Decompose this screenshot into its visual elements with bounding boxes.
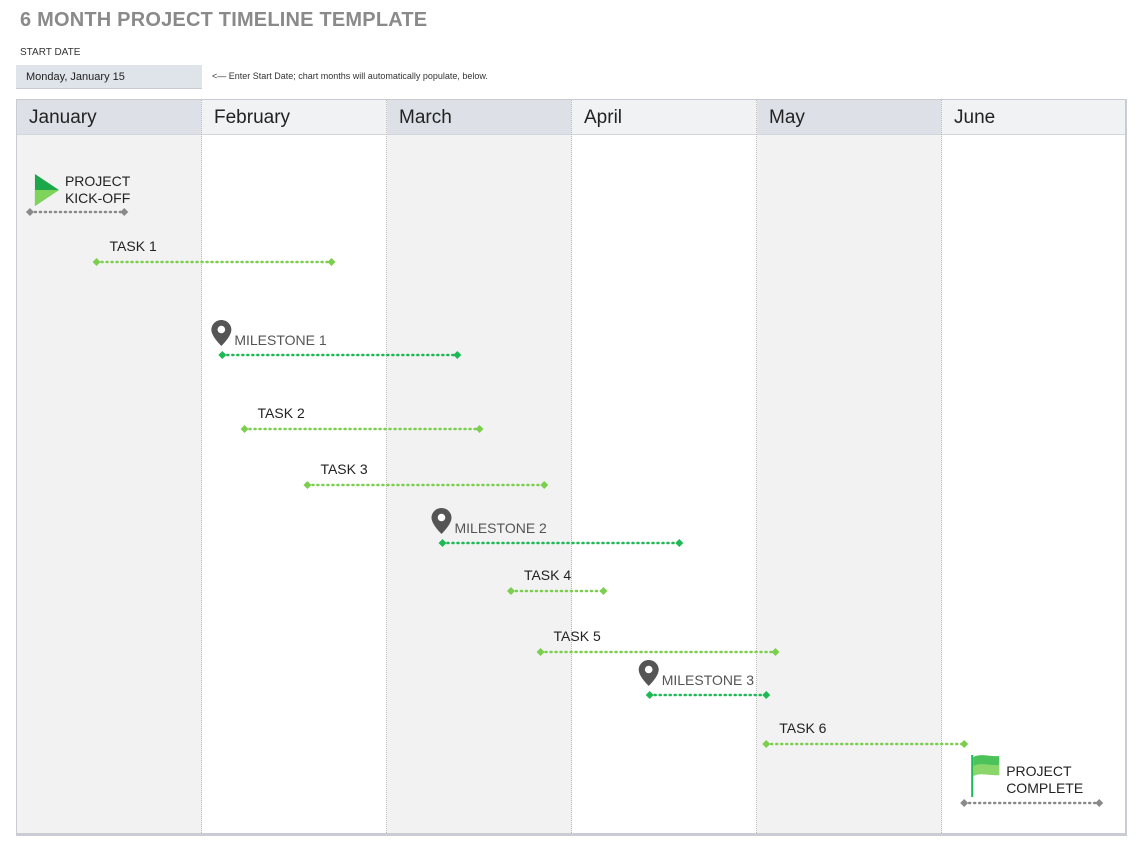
- end-marker: [475, 425, 484, 433]
- month-column-march: March: [387, 100, 572, 833]
- month-header: June: [942, 100, 1125, 135]
- map-pin-icon: [431, 508, 452, 534]
- end-marker: [453, 351, 462, 359]
- item-label: PROJECT: [1006, 763, 1072, 779]
- end-marker: [540, 481, 549, 489]
- timeline-item-6: MILESTONE 2: [431, 508, 684, 547]
- timeline-item-3: MILESTONE 1: [211, 320, 462, 359]
- map-pin-icon: [638, 660, 659, 686]
- start-marker: [536, 648, 545, 656]
- timeline-item-2: TASK 1: [92, 238, 336, 266]
- start-marker: [762, 740, 771, 748]
- end-marker: [120, 208, 129, 216]
- item-label: COMPLETE: [1006, 780, 1083, 796]
- timeline-item-4: TASK 2: [240, 405, 484, 433]
- timeline-item-10: TASK 6: [762, 720, 969, 748]
- month-column-may: May: [757, 100, 942, 833]
- end-marker: [960, 740, 969, 748]
- timeline-chart: January February March April May June PR…: [16, 99, 1127, 836]
- timeline-item-7: TASK 4: [506, 567, 608, 595]
- start-marker: [25, 208, 34, 216]
- end-marker: [599, 587, 608, 595]
- month-column-june: June: [942, 100, 1125, 833]
- finish-flag-icon: [971, 755, 1000, 797]
- end-marker: [1095, 799, 1104, 807]
- item-label: TASK 6: [779, 720, 826, 736]
- month-column-january: January: [17, 100, 202, 833]
- item-label: MILESTONE 2: [455, 520, 548, 536]
- start-marker: [303, 481, 312, 489]
- timeline-item-9: MILESTONE 3: [638, 660, 771, 699]
- item-label: TASK 1: [110, 238, 157, 254]
- item-label: MILESTONE 1: [234, 332, 327, 348]
- end-marker: [771, 648, 780, 656]
- start-date-hint: <— Enter Start Date; chart months will a…: [212, 71, 488, 81]
- end-marker: [327, 258, 336, 266]
- start-date-label: START DATE: [20, 47, 81, 58]
- month-column-april: April: [572, 100, 757, 833]
- timeline-item-8: TASK 5: [536, 628, 780, 656]
- item-label: PROJECT: [65, 173, 131, 189]
- map-pin-icon: [211, 320, 232, 346]
- month-header: February: [202, 100, 386, 135]
- month-header: January: [17, 100, 201, 135]
- timeline-item-5: TASK 3: [303, 461, 549, 489]
- month-header: March: [387, 100, 571, 135]
- start-marker: [218, 351, 227, 359]
- month-header: April: [572, 100, 756, 135]
- page-title: 6 MONTH PROJECT TIMELINE TEMPLATE: [20, 9, 428, 31]
- item-label: KICK-OFF: [65, 190, 130, 206]
- start-marker: [92, 258, 101, 266]
- item-label: TASK 5: [554, 628, 601, 644]
- start-marker: [645, 691, 654, 699]
- item-label: MILESTONE 3: [662, 672, 755, 688]
- start-marker: [438, 539, 447, 547]
- month-column-february: February: [202, 100, 387, 833]
- start-marker: [240, 425, 249, 433]
- start-marker: [506, 587, 515, 595]
- play-flag-icon: [34, 174, 59, 206]
- end-marker: [675, 539, 684, 547]
- start-date-input[interactable]: Monday, January 15: [16, 65, 202, 89]
- item-label: TASK 4: [524, 567, 571, 583]
- item-label: TASK 3: [320, 461, 367, 477]
- month-header: May: [757, 100, 941, 135]
- end-marker: [762, 691, 771, 699]
- start-marker: [960, 799, 969, 807]
- item-label: TASK 2: [258, 405, 305, 421]
